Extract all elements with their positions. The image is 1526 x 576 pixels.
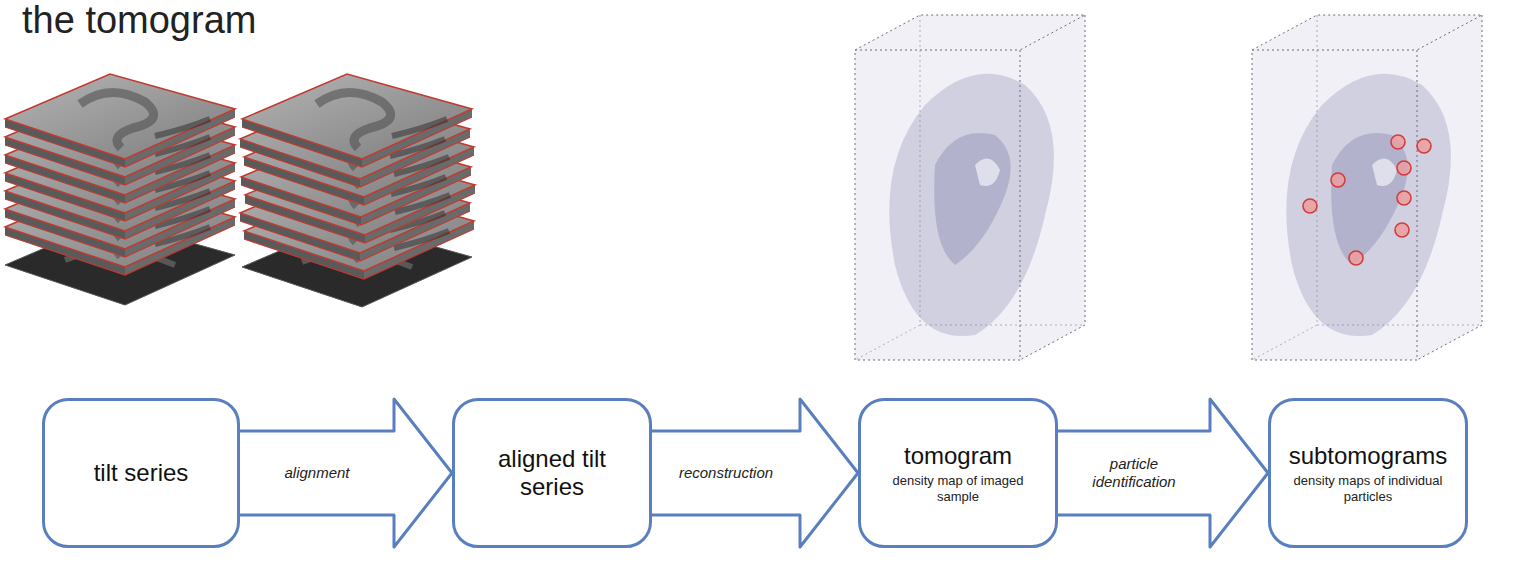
block-arrow xyxy=(1058,399,1268,547)
arrow-label: particle identification xyxy=(1073,455,1195,491)
arrow-label: reconstruction xyxy=(679,464,773,482)
block-arrow-fill xyxy=(652,399,858,547)
node-title: tilt series xyxy=(94,459,189,487)
block-arrow xyxy=(652,399,858,547)
node-subtitle: density map of imaged sample xyxy=(875,473,1041,504)
arrow-label: alignment xyxy=(284,464,349,482)
node-subtitle: density maps of individual particles xyxy=(1285,473,1451,504)
block-arrow xyxy=(240,399,452,547)
tomogram-box: tomogram density map of imaged sample xyxy=(858,398,1058,548)
block-arrow-fill xyxy=(240,399,452,547)
block-arrow-fill xyxy=(1058,399,1268,547)
aligned-tilt-series-stack xyxy=(240,74,475,307)
subtomograms-box: subtomograms density maps of individual p… xyxy=(1268,398,1468,548)
node-title: aligned tilt series xyxy=(469,445,635,500)
particle-markers xyxy=(1303,135,1431,265)
aligned-series-box: aligned tilt series xyxy=(452,398,652,548)
heading-fragment: the tomogram xyxy=(22,0,256,42)
node-title: subtomograms xyxy=(1289,442,1448,470)
tomogram-volume xyxy=(855,15,1085,360)
tilt-series-box: tilt series xyxy=(42,398,240,548)
node-title: tomogram xyxy=(904,442,1012,470)
tilt-series-stack xyxy=(5,74,235,305)
subtomogram-volume xyxy=(1252,15,1482,360)
